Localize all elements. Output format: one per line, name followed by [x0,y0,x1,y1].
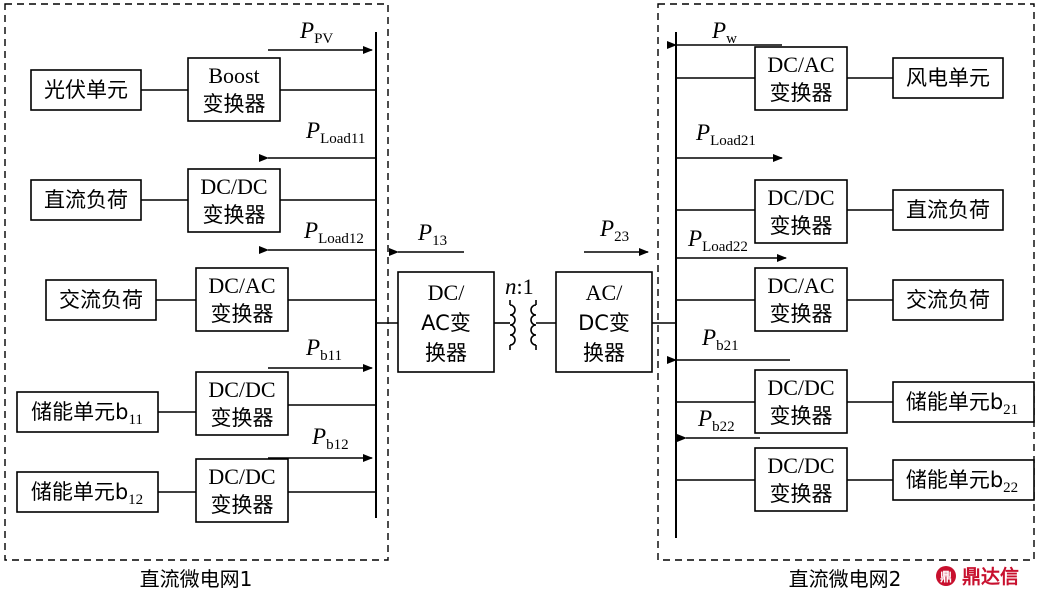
p-load21-label: PLoad21 [695,120,756,149]
transformer-coil-left [509,304,516,346]
dcac-converter-1-line2: 变换器 [211,302,274,326]
link-right-line2: DC变 [578,311,630,335]
dcac-converter-wind-line1: DC/AC [767,52,834,77]
dcdc-converter-2-line2: 变换器 [211,406,274,430]
link-acdc-converter-box [555,271,653,373]
dcdc-converter-box-1 [187,168,281,233]
link-left-line1: DC/ [428,280,466,305]
boost-converter-line2: 变换器 [203,92,266,116]
dcac-converter-box-wind [754,46,848,111]
mg1-row-storage-b11: Pb11 储能单元b11 DC/DC 变换器 [16,335,376,436]
dcdc-converter-box-4 [754,179,848,244]
mg2-row-storage-b21: Pb21 DC/DC 变换器 储能单元b21 [667,325,1035,434]
storage-b21-label: 储能单元b21 [906,390,1018,418]
storage-b11-label: 储能单元b11 [31,400,143,428]
dcdc-converter-box-3 [195,458,289,523]
wind-unit-label: 风电单元 [906,66,990,90]
dcac-converter-1-line1: DC/AC [208,273,275,298]
dcdc-converter-2-line1: DC/DC [208,377,275,402]
microgrid1-caption: 直流微电网1 [140,567,253,591]
storage-b22-box [892,459,1035,501]
mg1-row-storage-b12: Pb12 储能单元b12 DC/DC 变换器 [16,424,376,523]
ac-load-label-2: 交流负荷 [906,288,990,312]
dcac-converter-box-2 [754,267,848,332]
link-dcac-converter-box [397,271,495,373]
dc-load-box-2 [892,189,1004,231]
watermark-logo-text: 鼎达信 [962,565,1019,588]
mg1-row-pv: 光伏单元 Boost 变换器 PPV [30,18,376,122]
watermark-logo: 鼎 鼎达信 [936,565,1019,588]
dcac-converter-2-line2: 变换器 [770,302,833,326]
storage-b11-box [16,391,159,433]
link-left-line3: 换器 [425,341,467,365]
pv-unit-box [30,69,142,111]
p-load12-label: PLoad12 [303,218,364,247]
interlink: DC/ AC变 换器 n:1 AC/ DC变 换器 P13 P23 [376,216,676,373]
storage-b12-label: 储能单元b12 [31,480,143,508]
p-b22-label: Pb22 [697,406,735,435]
p-w-label: Pw [711,18,737,47]
p-b21-label: Pb21 [701,325,739,354]
dcac-converter-2-line1: DC/AC [767,273,834,298]
p-b11-label: Pb11 [305,335,342,364]
ac-load-box-1 [45,279,157,321]
pv-unit-label: 光伏单元 [44,78,128,102]
dcdc-converter-1-line1: DC/DC [200,174,267,199]
dc-load-label-1: 直流负荷 [44,188,128,212]
dcdc-converter-box-6 [754,447,848,512]
mg1-row-ac-load: PLoad12 交流负荷 DC/AC 变换器 [45,218,376,332]
p-pv-label: PPV [299,18,333,47]
dcdc-converter-5-line1: DC/DC [767,375,834,400]
wind-unit-box [892,57,1004,99]
p-load11-label: PLoad11 [305,118,365,147]
dcdc-converter-3-line2: 变换器 [211,493,274,517]
p-load22-label: PLoad22 [687,226,748,255]
link-right-line1: AC/ [586,280,624,305]
storage-b21-box [892,381,1035,423]
dcdc-converter-5-line2: 变换器 [770,404,833,428]
watermark-logo-mark: 鼎 [940,570,952,584]
dcdc-converter-1-line2: 变换器 [203,203,266,227]
mg2-row-ac-load: PLoad22 DC/AC 变换器 交流负荷 [676,226,1004,332]
watermark-logo-icon [936,566,956,586]
mg1-row-dc-load: PLoad11 直流负荷 DC/DC 变换器 [30,118,376,233]
boost-converter-line1: Boost [208,63,259,88]
link-right-line3: 换器 [583,341,625,365]
dcdc-converter-3-line1: DC/DC [208,464,275,489]
mg2-row-dc-load: PLoad21 DC/DC 变换器 直流负荷 [676,120,1004,244]
dcdc-converter-4-line1: DC/DC [767,185,834,210]
p23-label: P23 [599,216,629,245]
transformer-coil-right [530,304,537,346]
boost-converter-box [187,57,281,122]
mg2-row-storage-b22: Pb22 DC/DC 变换器 储能单元b22 [676,406,1035,512]
storage-b22-label: 储能单元b22 [906,468,1018,496]
storage-b12-box [16,471,159,513]
microgrid2-boundary [657,3,1035,561]
microgrid1-boundary [4,3,389,561]
p13-label: P13 [417,220,447,249]
transformer-ratio: n:1 [505,274,534,299]
link-left-line2: AC变 [421,311,471,335]
dcdc-converter-box-2 [195,371,289,436]
microgrid2-caption: 直流微电网2 [789,567,902,591]
dcdc-converter-6-line1: DC/DC [767,453,834,478]
ac-load-box-2 [892,279,1004,321]
dcac-converter-wind-line2: 变换器 [770,81,833,105]
dcdc-converter-4-line2: 变换器 [770,214,833,238]
p-b12-label: Pb12 [311,424,349,453]
ac-load-label-1: 交流负荷 [59,288,143,312]
dcac-converter-box-1 [195,267,289,332]
dcdc-converter-6-line2: 变换器 [770,482,833,506]
mg2-row-wind: Pw DC/AC 变换器 风电单元 [667,18,1004,111]
dc-load-label-2: 直流负荷 [906,198,990,222]
